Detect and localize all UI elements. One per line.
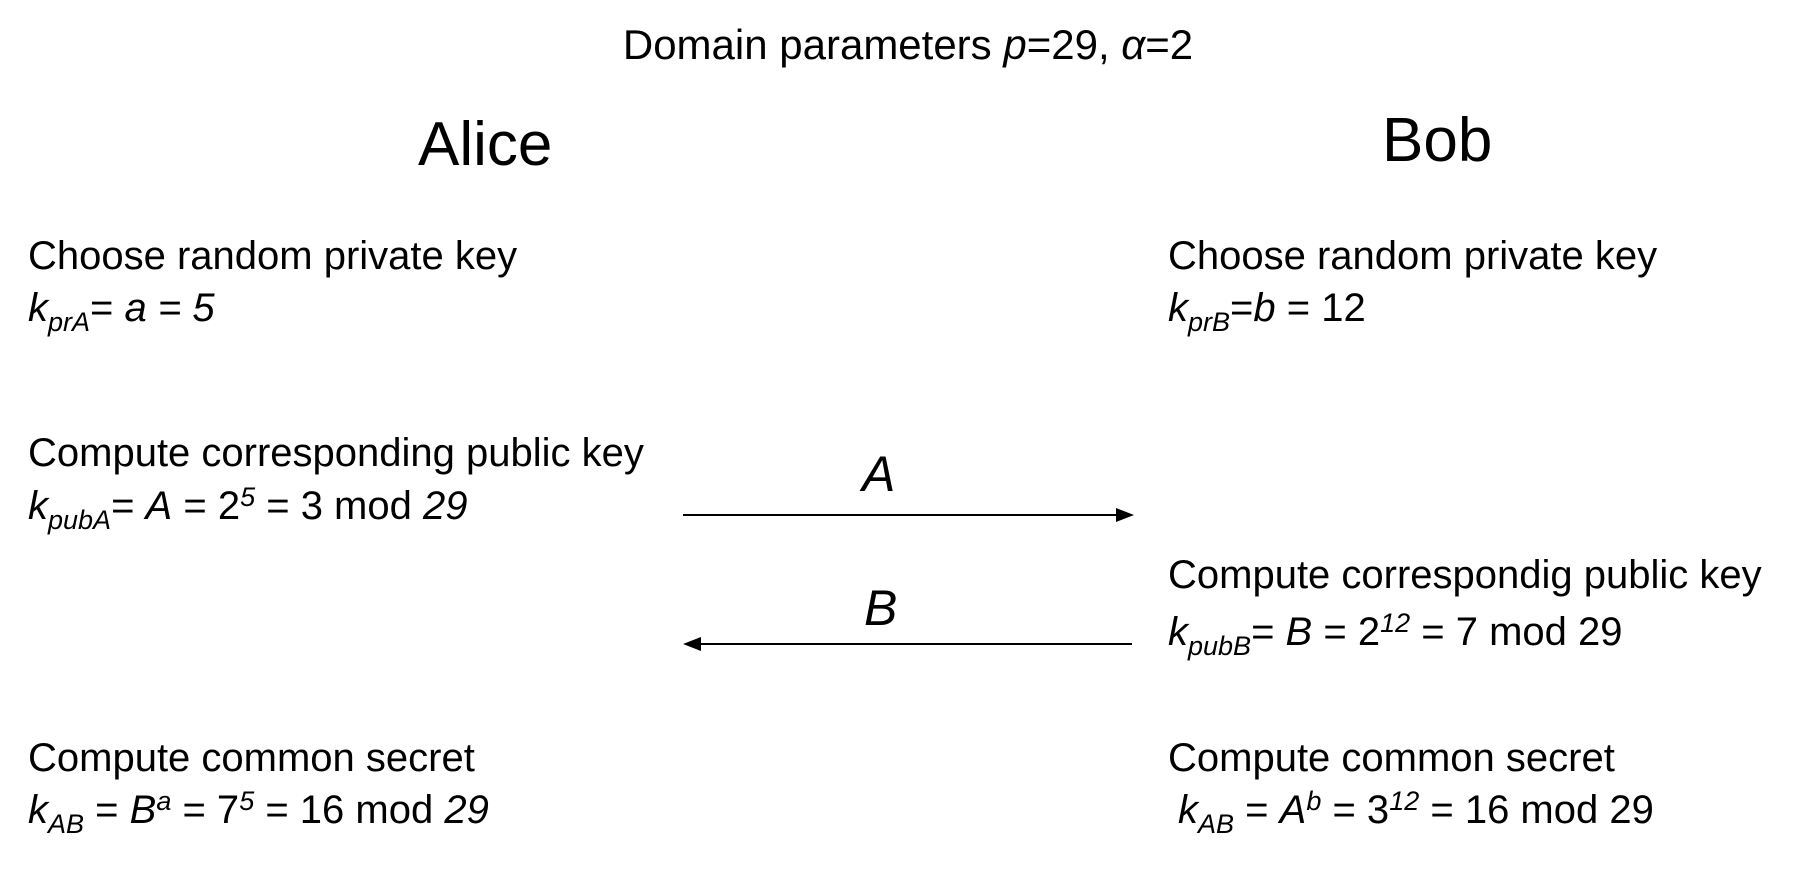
bob-public-key-label: Compute correspondig public key [1168,553,1762,597]
alice-public-key-equation: kpubA= A = 25 = 3 mod 29 [28,482,468,535]
bob-public-key-equation: kpubB= B = 212 = 7 mod 29 [1168,608,1623,661]
bob-common-secret-equation: kAB = Ab = 312 = 16 mod 29 [1178,786,1654,839]
alice-common-secret-equation: kAB = Ba = 75 = 16 mod 29 [28,786,489,839]
domain-parameters-title: Domain parameters p=29, α=2 [622,21,1194,68]
message-a-label: A [862,446,896,502]
bob-private-key-equation: kprB=b = 12 [1168,286,1366,337]
alice-heading: Alice [418,110,553,179]
alice-public-key-label: Compute corresponding public key [28,431,644,475]
alice-private-key-label: Choose random private key [28,234,518,278]
arrow-bob-to-alice [683,637,1132,651]
bob-heading: Bob [1382,106,1493,175]
bob-common-secret-label: Compute common secret [1168,736,1615,780]
alice-private-key-equation: kprA= a = 5 [28,286,215,337]
message-b-label: B [864,580,898,636]
alice-common-secret-label: Compute common secret [28,736,475,780]
bob-private-key-label: Choose random private key [1168,234,1658,278]
arrow-alice-to-bob [683,508,1134,522]
